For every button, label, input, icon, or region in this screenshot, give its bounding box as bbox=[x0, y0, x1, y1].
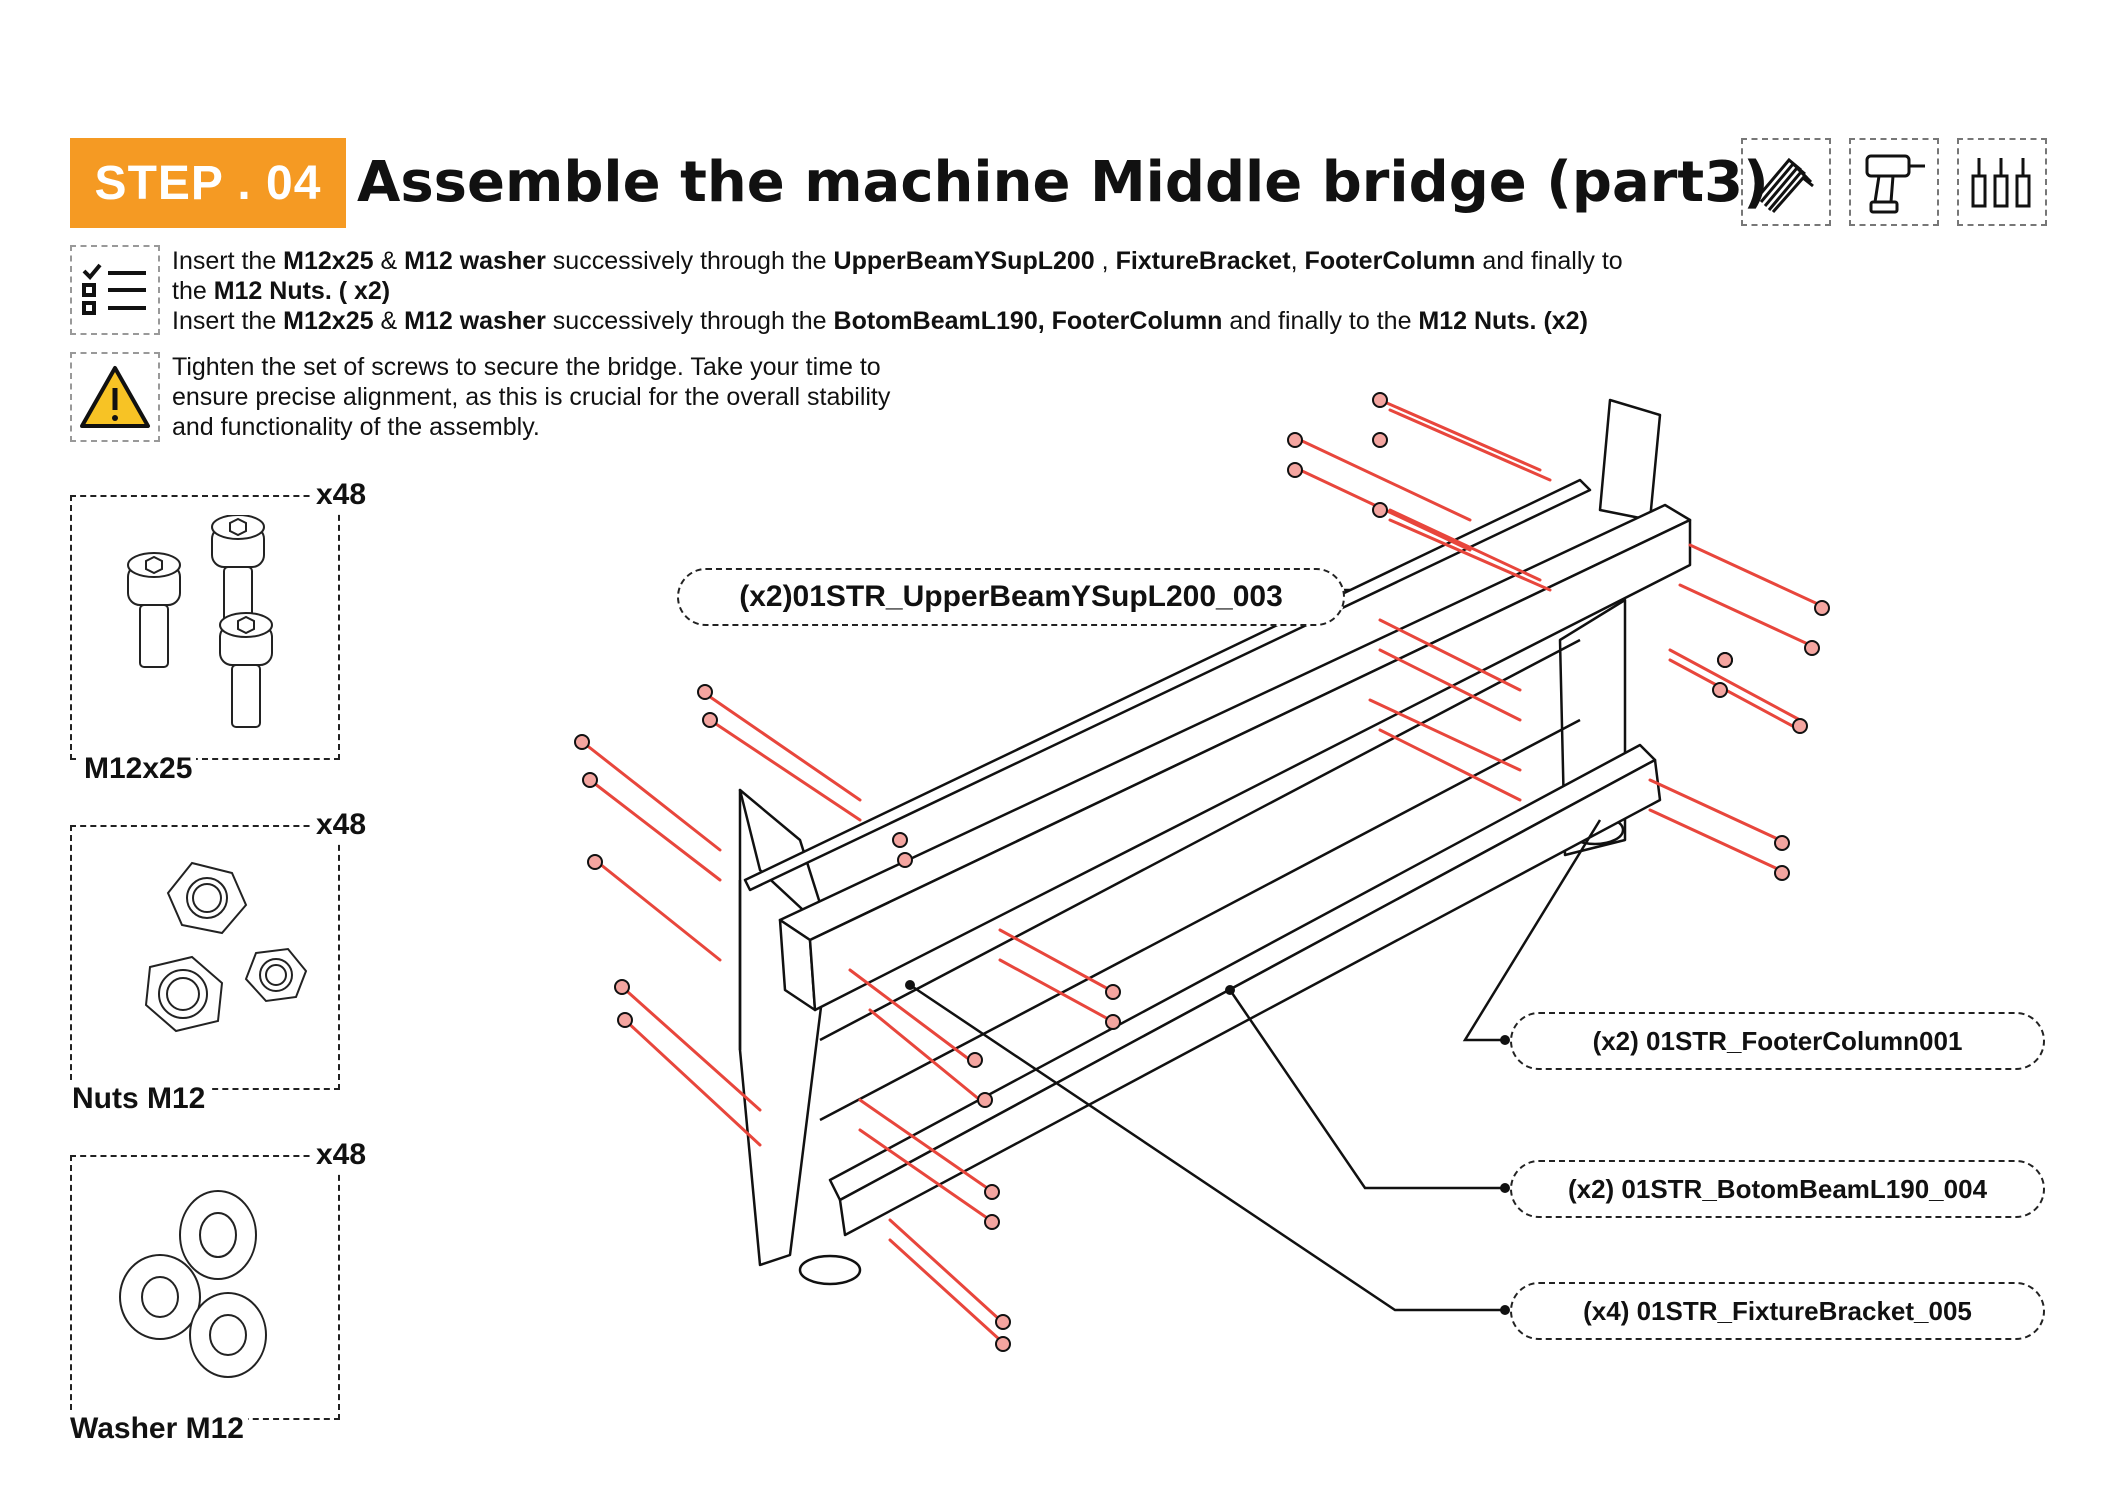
part-name: M12x25 bbox=[80, 752, 197, 786]
fastener-heads bbox=[574, 392, 1830, 1352]
instructions-text: Insert the M12x25 & M12 washer successiv… bbox=[172, 246, 1772, 336]
screwdriver-bits-icon bbox=[1957, 138, 2047, 226]
instruction-line-3: Insert the M12x25 & M12 washer successiv… bbox=[172, 307, 1588, 335]
instruction-line-2: the M12 Nuts. ( x2) bbox=[172, 277, 391, 305]
step-label: STEP . 04 bbox=[94, 156, 322, 210]
washer-icon bbox=[119, 1190, 267, 1378]
right-fixture-bracket bbox=[1598, 398, 1662, 522]
warning-line-3: and functionality of the assembly. bbox=[172, 413, 540, 441]
power-drill-icon bbox=[1849, 138, 1939, 226]
warning-text: Tighten the set of screws to secure the … bbox=[172, 352, 1032, 442]
hex-nut-icon bbox=[144, 861, 308, 1033]
callout-fixture-bracket: (x4) 01STR_FixtureBracket_005 bbox=[1510, 1282, 2045, 1340]
part-name: Nuts M12 bbox=[68, 1082, 210, 1116]
checklist-icon bbox=[70, 245, 160, 335]
warning-icon bbox=[70, 352, 160, 442]
allen-keys-icon bbox=[1741, 138, 1831, 226]
part-name: Washer M12 bbox=[66, 1412, 248, 1446]
instruction-line-1: Insert the M12x25 & M12 washer successiv… bbox=[172, 247, 1623, 275]
bolt-lines bbox=[578, 398, 1822, 1342]
warning-line-1: Tighten the set of screws to secure the … bbox=[172, 353, 881, 381]
step-badge: STEP . 04 bbox=[70, 138, 346, 228]
bolt-icon bbox=[127, 515, 273, 728]
leader-lines bbox=[909, 588, 1602, 1312]
callout-upper-beam: (x2)01STR_UpperBeamYSupL200_003 bbox=[677, 568, 1345, 626]
callout-footer-column: (x2) 01STR_FooterColumn001 bbox=[1510, 1012, 2045, 1070]
bottom-beam-top bbox=[828, 743, 1657, 1202]
warning-line-2: ensure precise alignment, as this is cru… bbox=[172, 383, 891, 411]
part-qty: x48 bbox=[312, 808, 371, 842]
page-title: Assemble the machine Middle bridge (part… bbox=[357, 150, 1769, 215]
callout-bottom-beam: (x2) 01STR_BotomBeamL190_004 bbox=[1510, 1160, 2045, 1218]
bottom-beam-face bbox=[838, 758, 1662, 1237]
part-qty: x48 bbox=[312, 1138, 371, 1172]
part-qty: x48 bbox=[312, 478, 371, 512]
part-box-screws bbox=[70, 495, 340, 760]
